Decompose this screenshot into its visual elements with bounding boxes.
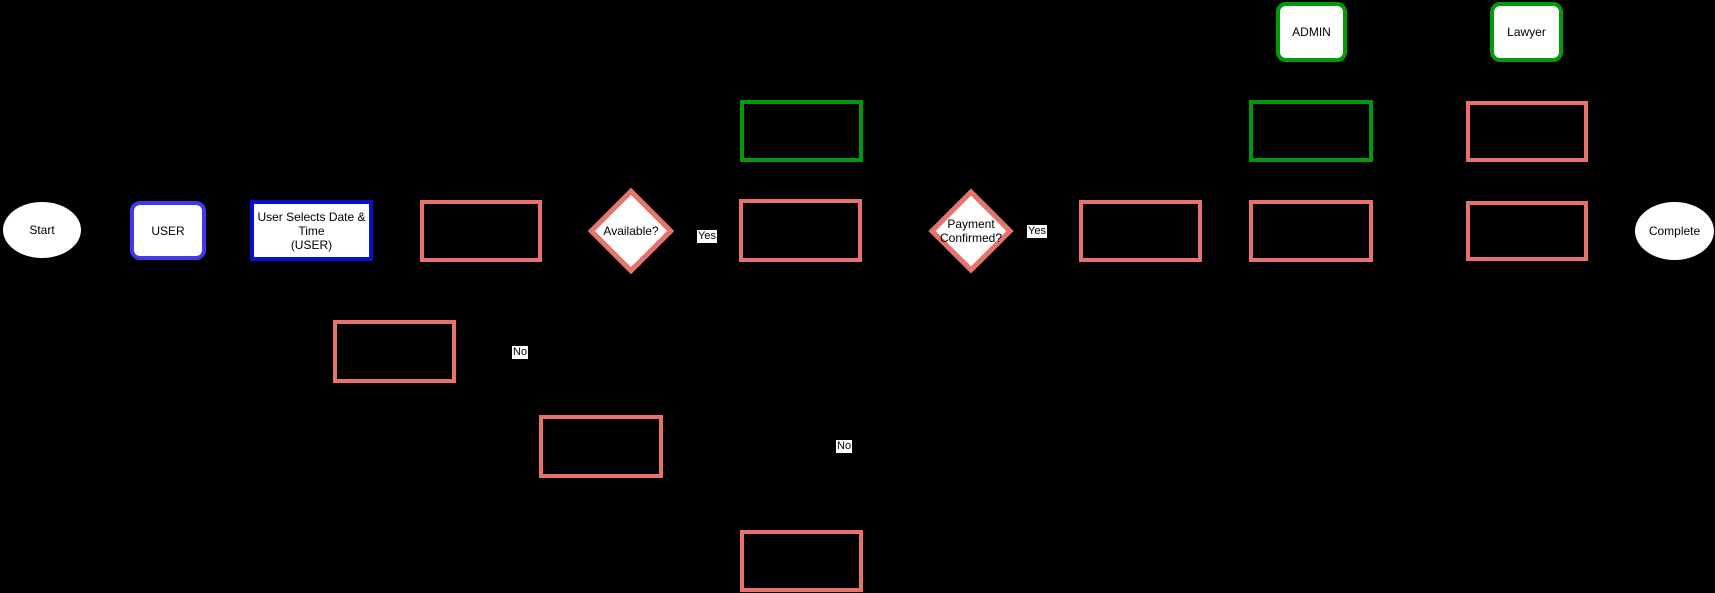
start-terminator: Start: [3, 202, 81, 258]
user-selects-date-time-process: User Selects Date & Time (USER): [250, 200, 373, 261]
available-no-branch-rect-1: [333, 320, 456, 383]
admin-green-rect: [1249, 100, 1373, 162]
lawyer-role-badge: Lawyer: [1490, 2, 1563, 62]
green-rect-above-available-yes: [740, 100, 863, 162]
available-no-branch-rect-2: [539, 415, 663, 478]
payment-decision-diamond: Payment Confirmed?: [928, 188, 1014, 274]
process-rect-after-user-selects: [420, 200, 542, 262]
payment-no-branch-rect: [740, 530, 863, 592]
payment-yes-edge-label: Yes: [1027, 225, 1047, 238]
admin-red-rect: [1249, 200, 1373, 262]
payment-decision-label: Payment Confirmed?: [939, 217, 1003, 245]
payment-no-edge-label: No: [836, 440, 853, 453]
process-rect-payment-yes: [1079, 200, 1202, 262]
lawyer-red-rect-top: [1466, 101, 1588, 162]
available-yes-edge-label: Yes: [697, 230, 717, 243]
user-role-badge: USER: [130, 201, 206, 260]
available-no-edge-label: No: [512, 346, 529, 359]
complete-terminator: Complete: [1635, 202, 1714, 260]
lawyer-red-rect-bottom: [1466, 201, 1588, 261]
available-decision-diamond: Available?: [587, 187, 675, 275]
admin-role-badge: ADMIN: [1276, 2, 1347, 62]
available-decision-label: Available?: [603, 224, 659, 238]
process-rect-available-yes: [739, 199, 862, 262]
